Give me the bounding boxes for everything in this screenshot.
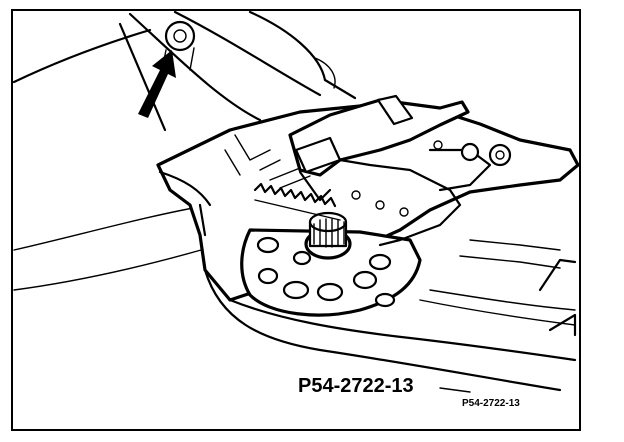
lower-arm [203,239,577,392]
right-bolt [488,143,512,167]
splined-hub [304,211,352,260]
upper-bolt [159,20,196,81]
housing-outline [12,10,357,291]
label-leader [439,387,471,393]
figure-label-main: P54-2722-13 [298,375,414,397]
figure-frame [11,9,581,431]
mounting-plate [240,228,422,317]
linkage-bracket [224,94,492,247]
arrow-pointer-icon [138,50,176,118]
figure-label-small: P54-2722-13 [462,398,520,409]
